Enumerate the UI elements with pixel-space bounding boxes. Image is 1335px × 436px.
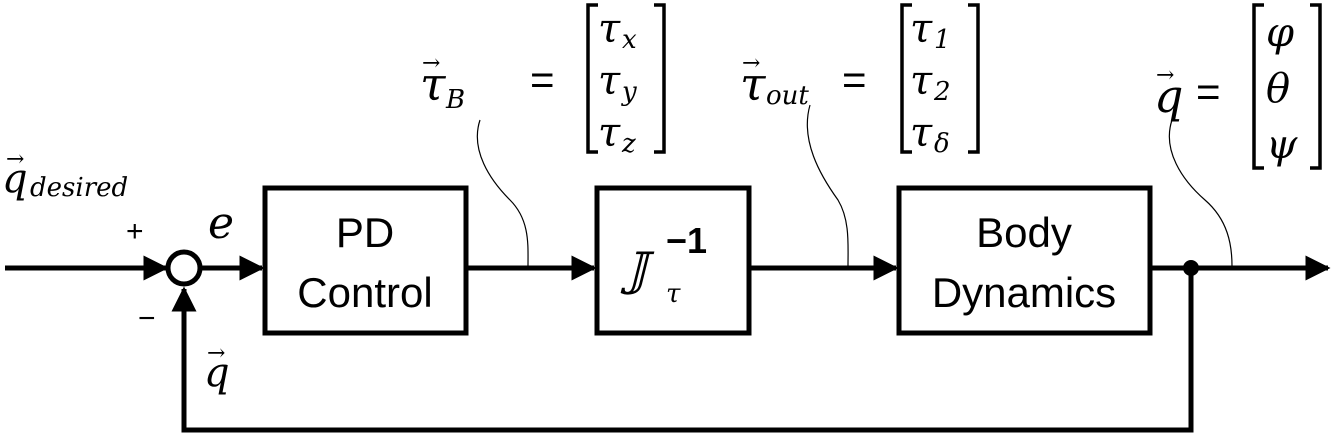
minus-sign: − — [138, 302, 156, 335]
feedback-vector-arrow: → — [207, 341, 225, 366]
tau-out-leader — [806, 104, 849, 267]
q-out-leader — [1168, 119, 1233, 267]
q-out-symbol: q — [1154, 69, 1183, 123]
tau-b-v1: τ — [598, 58, 621, 104]
body-label-line2: Dynamics — [932, 269, 1116, 316]
tau-b-v0-sub: x — [622, 25, 637, 55]
jacobian-sub: τ — [666, 279, 681, 309]
q-out-v2: ψ — [1266, 122, 1298, 168]
jacobian-block — [594, 185, 752, 336]
q-out-bracket-right — [1310, 3, 1322, 170]
tau-out-v1-sub: 2 — [933, 77, 951, 107]
input-label-sub: desired — [30, 173, 128, 203]
tau-b-bracket-left — [586, 3, 598, 154]
tau-out-equals: = — [842, 56, 867, 103]
tau-b-v2: τ — [598, 110, 621, 156]
pd-label-line1: PD — [336, 209, 394, 256]
body-label-line1: Body — [976, 209, 1072, 256]
error-label: e — [208, 198, 234, 249]
tau-b-symbol: τ — [420, 57, 447, 111]
branch-point — [1183, 260, 1199, 276]
tau-out-sub: out — [766, 81, 809, 111]
tau-b-bracket-right — [654, 3, 666, 154]
tau-b-v0: τ — [598, 6, 621, 52]
tau-b-vector-arrow: → — [422, 51, 440, 76]
tau-out-bracket-right — [968, 3, 980, 154]
plus-sign: + — [126, 215, 144, 248]
tau-out-v2-sub: δ — [934, 129, 950, 159]
summing-junction — [165, 249, 203, 287]
q-out-bracket-left — [1252, 3, 1264, 170]
tau-b-equals: = — [530, 56, 555, 103]
tau-out-bracket-left — [900, 3, 912, 154]
tau-b-leader — [476, 119, 529, 267]
feedback-label: q — [204, 350, 230, 396]
tau-out-v0: τ — [910, 6, 933, 52]
pd-label-line2: Control — [297, 269, 432, 316]
q-out-v1: θ — [1266, 66, 1290, 112]
tau-out-v2: τ — [910, 110, 933, 156]
tau-out-v1: τ — [910, 58, 933, 104]
body-dynamics-block — [896, 185, 1153, 336]
input-vector-arrow: → — [6, 147, 24, 172]
input-label: q — [2, 156, 28, 202]
tau-b-sub: B — [445, 85, 465, 115]
tau-b-v2-sub: z — [621, 129, 636, 159]
q-out-equals: = — [1196, 68, 1221, 115]
q-out-v0: φ — [1266, 10, 1294, 56]
tau-out-vector-arrow: → — [742, 51, 760, 76]
feedback-line — [171, 268, 1194, 433]
jacobian-sup: −1 — [666, 220, 707, 261]
tau-out-symbol: τ — [740, 57, 767, 111]
pd-control-block — [262, 185, 469, 336]
tau-b-v1-sub: y — [621, 77, 637, 107]
tau-out-v0-sub: 1 — [934, 25, 951, 55]
q-out-vector-arrow: → — [1156, 63, 1174, 88]
